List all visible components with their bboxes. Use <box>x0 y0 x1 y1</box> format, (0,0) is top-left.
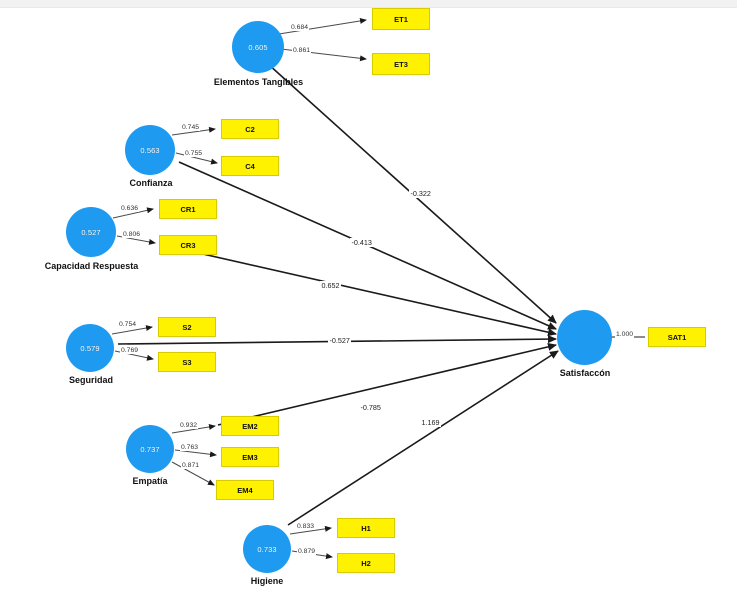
loading-label-et3: 0.861 <box>292 47 312 54</box>
construct-value: 0.737 <box>140 444 160 454</box>
loading-label-cr3: 0.806 <box>122 231 142 238</box>
construct-value: 0.527 <box>81 227 101 237</box>
construct-satisfaccion[interactable] <box>557 310 612 365</box>
indicator-em4[interactable]: EM4 <box>216 480 274 500</box>
loading-label-c4: 0.755 <box>184 150 204 157</box>
indicator-c4[interactable]: C4 <box>221 156 279 176</box>
path-coefficient-confianza: -0.413 <box>350 238 374 247</box>
construct-value: 0.563 <box>140 145 160 155</box>
construct-seguridad[interactable]: 0.579 <box>66 324 114 372</box>
indicator-s3[interactable]: S3 <box>158 352 216 372</box>
path-coefficient-empatia: -0.785 <box>359 403 383 412</box>
path-diagram: 0.605 Elementos Tangibles 0.563 Confianz… <box>0 7 737 594</box>
construct-label-seguridad: Seguridad <box>68 375 113 385</box>
indicator-c2[interactable]: C2 <box>221 119 279 139</box>
indicator-sat1[interactable]: SAT1 <box>648 327 706 347</box>
construct-empatia[interactable]: 0.737 <box>126 425 174 473</box>
indicator-h2[interactable]: H2 <box>337 553 395 573</box>
path-coefficient-elementos-tangibles: -0.322 <box>409 189 433 198</box>
construct-confianza[interactable]: 0.563 <box>125 125 175 175</box>
loading-label-em2: 0.932 <box>179 422 199 429</box>
indicator-et3[interactable]: ET3 <box>372 53 430 75</box>
construct-label-higiene: Higiene <box>250 576 284 586</box>
construct-value: 0.733 <box>257 544 277 554</box>
loading-label-cr1: 0.636 <box>120 205 140 212</box>
loading-label-h2: 0.879 <box>297 548 317 555</box>
indicator-cr1[interactable]: CR1 <box>159 199 217 219</box>
construct-label-elementos-tangibles: Elementos Tangibles <box>213 77 304 87</box>
indicator-et1[interactable]: ET1 <box>372 8 430 30</box>
construct-label-capacidad-respuesta: Capacidad Respuesta <box>44 261 139 271</box>
loading-label-et1: 0.684 <box>290 24 310 31</box>
loading-label-sat1: 1.000 <box>615 331 635 338</box>
edge-layer <box>111 17 645 560</box>
path-coefficient-capacidad-respuesta: 0.652 <box>320 281 341 290</box>
construct-capacidad-respuesta[interactable]: 0.527 <box>66 207 116 257</box>
construct-label-confianza: Confianza <box>129 178 173 188</box>
loading-label-h1: 0.833 <box>296 523 316 530</box>
indicator-cr3[interactable]: CR3 <box>159 235 217 255</box>
loading-label-s3: 0.769 <box>120 347 140 354</box>
path-coefficient-higiene: 1.169 <box>420 418 441 427</box>
top-edge-strip <box>0 0 737 8</box>
construct-label-empatia: Empatía <box>132 476 168 486</box>
construct-value: 0.605 <box>248 42 268 52</box>
construct-label-satisfaccion: Satisfaccón <box>559 368 611 378</box>
loading-label-em4: 0.871 <box>181 462 201 469</box>
path-coefficient-seguridad: -0.527 <box>328 336 352 345</box>
construct-elementos-tangibles[interactable]: 0.605 <box>232 21 284 73</box>
indicator-h1[interactable]: H1 <box>337 518 395 538</box>
construct-value: 0.579 <box>80 343 100 353</box>
indicator-em2[interactable]: EM2 <box>221 416 279 436</box>
indicator-em3[interactable]: EM3 <box>221 447 279 467</box>
indicator-s2[interactable]: S2 <box>158 317 216 337</box>
loading-label-em3: 0.763 <box>180 444 200 451</box>
construct-higiene[interactable]: 0.733 <box>243 525 291 573</box>
loading-label-s2: 0.754 <box>118 321 138 328</box>
loading-label-c2: 0.745 <box>181 124 201 131</box>
